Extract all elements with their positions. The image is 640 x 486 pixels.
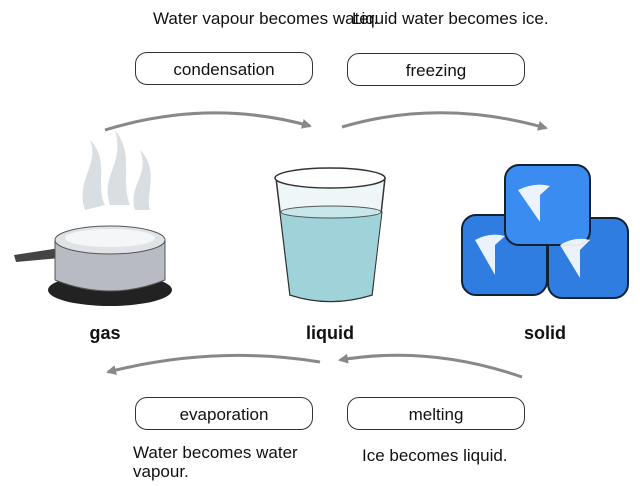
arrow-melting — [338, 353, 523, 379]
condensation-description: Water vapour becomes water. — [153, 9, 379, 28]
arrow-condensation — [104, 111, 312, 132]
state-gas: gas — [89, 323, 121, 343]
state-solid: solid — [523, 323, 567, 343]
ice-cubes-icon — [461, 164, 629, 299]
condensation-label: condensation — [135, 52, 313, 85]
evaporation-label: evaporation — [135, 397, 313, 430]
glass-of-water-icon — [274, 167, 386, 303]
melting-description: Ice becomes liquid. — [362, 446, 508, 465]
melting-label: melting — [347, 397, 525, 430]
evaporation-description: Water becomes water vapour. — [133, 443, 298, 481]
arrow-evaporation — [106, 353, 321, 375]
arrow-freezing — [341, 111, 548, 131]
boiling-pot-icon — [14, 130, 172, 306]
freezing-description: Liquid water becomes ice. — [352, 9, 549, 28]
freezing-label: freezing — [347, 53, 525, 86]
state-liquid: liquid — [306, 323, 354, 343]
